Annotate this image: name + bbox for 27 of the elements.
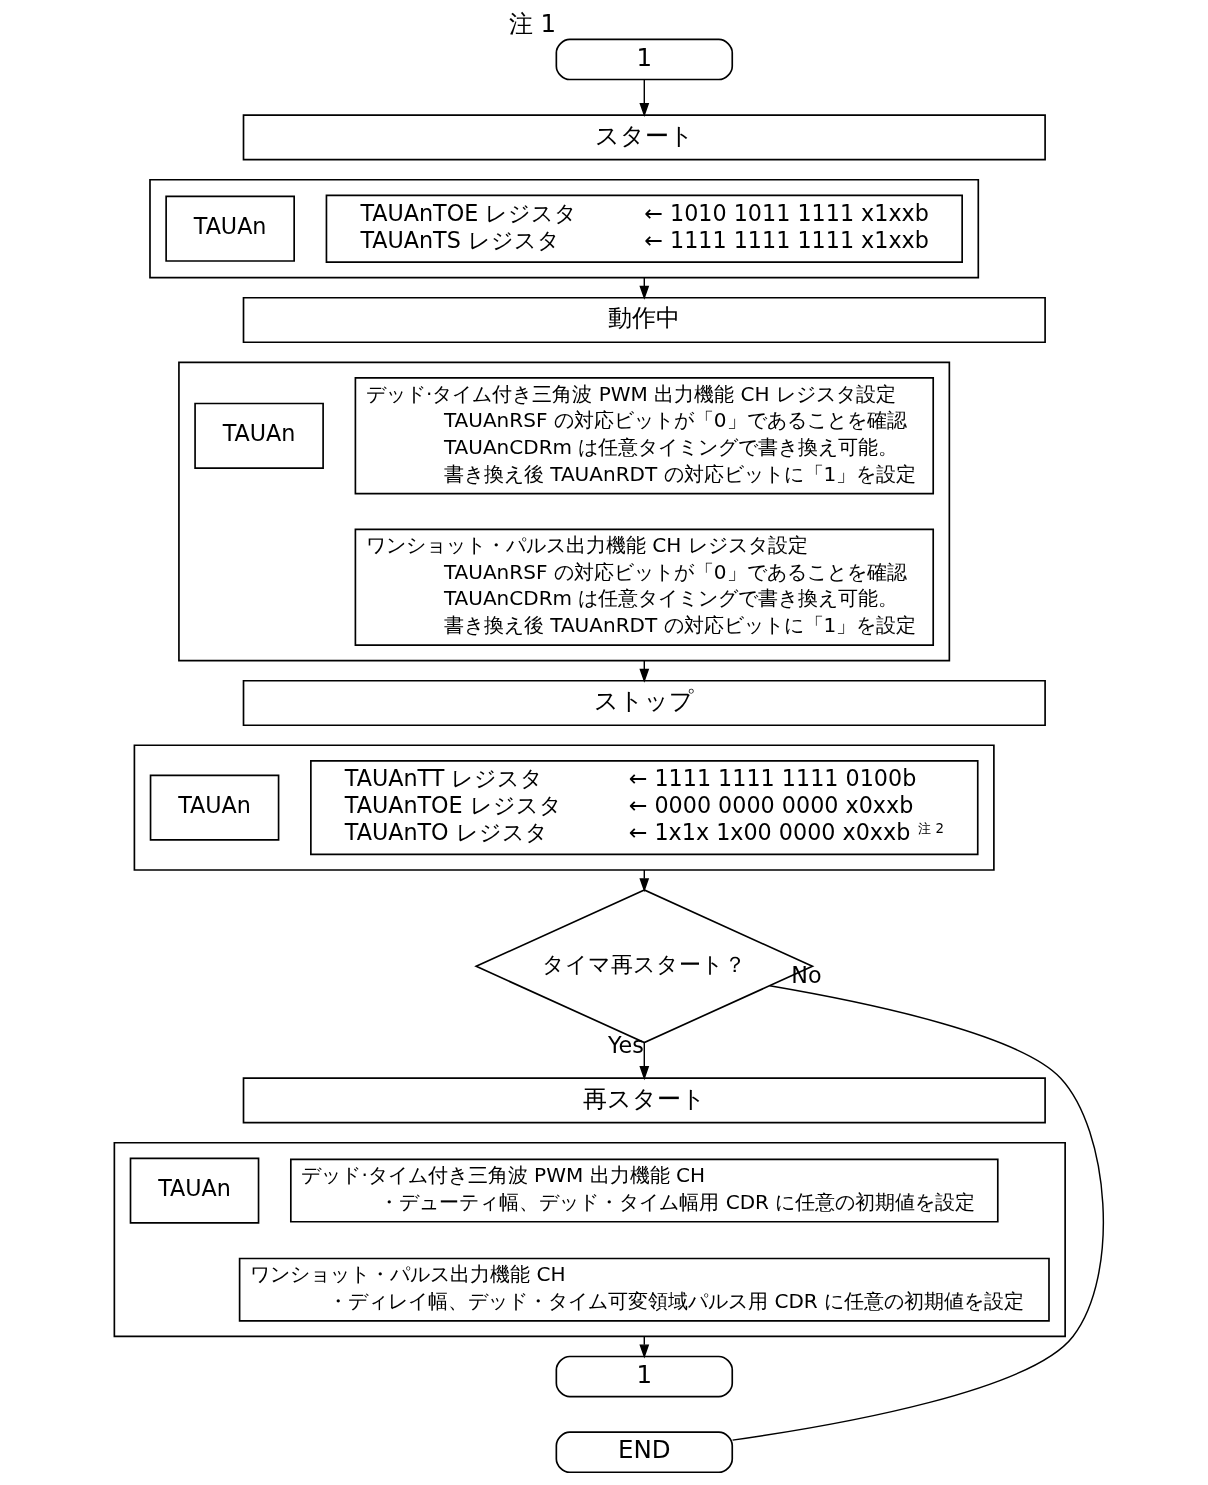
- node-box: TAUAn: [129, 1157, 259, 1224]
- node-box: デッド·タイム付き三角波 PWM 出力機能 CH レジスタ設定 TAUAnRSF の対応ビットが「0」であることを確認 TAUAnCDRm は任意タイミングで書き換え可能。 書き換え後 TAUAnRDT の対応ビットに「1」を設定: [354, 377, 934, 495]
- edge-label: Yes: [607, 1032, 644, 1059]
- cluster: [148, 178, 979, 279]
- node-box: TAUAnTT レジスタ ← 1111 1111 1111 0100b TAUAnTOE レジスタ ← 0000 0000 0000 x0xxb TAUAnTO レジスタ ← 1x1x 1x00 0000 x0xxb 注 2: [309, 760, 979, 856]
- edge-label: No: [790, 961, 822, 988]
- node-label: 注 1: [508, 9, 556, 39]
- node-box: END: [555, 1431, 733, 1474]
- node-box: TAUAnTOE レジスタ ← 1010 1011 1111 x1xxb TAUAnTS レジスタ ← 1111 1111 1111 x1xxb: [325, 194, 963, 263]
- node-box: TAUAn: [164, 195, 295, 262]
- node-box: 動作中: [242, 296, 1046, 344]
- node-box: TAUAn: [193, 402, 324, 469]
- cluster: [133, 744, 995, 871]
- node-box: ワンショット・パルス出力機能 CH ・ディレイ幅、デッド・タイム可変領域パルス用 CDR に任意の初期値を設定: [238, 1257, 1050, 1322]
- arrow: [638, 78, 649, 117]
- arrow: [638, 1041, 649, 1081]
- node-box: ワンショット・パルス出力機能 CH レジスタ設定 TAUAnRSF の対応ビットが「0」であることを確認 TAUAnCDRm は任意タイミングで書き換え可能。 書き換え後 TAUAnRDT の対応ビットに「1」を設定: [354, 528, 934, 646]
- node-box: 1: [555, 38, 733, 81]
- node-box: スタート: [242, 114, 1046, 161]
- node-box: TAUAn: [149, 774, 279, 841]
- node-box: デッド·タイム付き三角波 PWM 出力機能 CH ・デューティ幅、デッド・タイム幅用 CDR に任意の初期値を設定: [289, 1158, 999, 1223]
- connector: [731, 985, 1104, 1441]
- cluster: [177, 361, 950, 662]
- cluster: [113, 1141, 1066, 1338]
- node-box: ストップ: [242, 679, 1046, 727]
- node-box: 1: [555, 1355, 733, 1398]
- node-box: 再スタート: [242, 1077, 1046, 1124]
